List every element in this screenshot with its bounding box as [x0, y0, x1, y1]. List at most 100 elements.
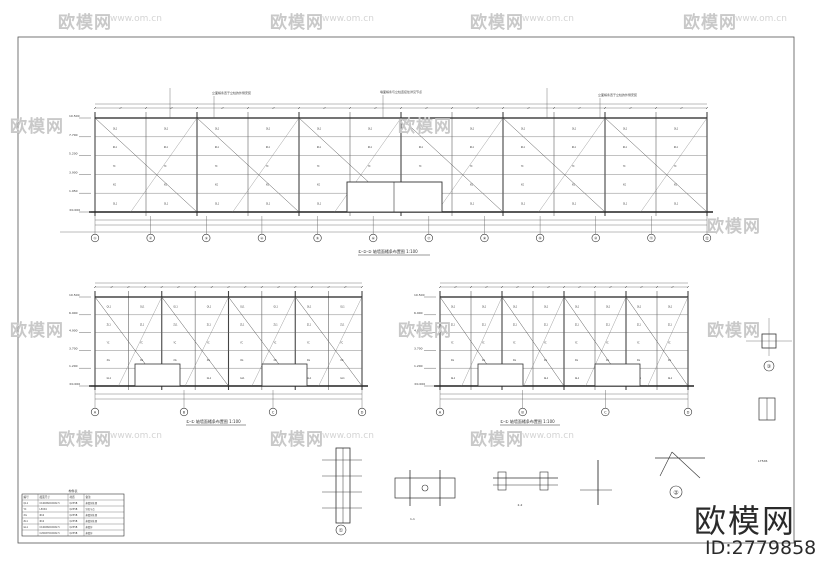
- brace-line: [130, 117, 198, 213]
- table-cell: Q235B: [70, 514, 78, 517]
- level-label: 1.950: [69, 189, 78, 193]
- member-label: ZL1: [274, 323, 279, 326]
- member-label: ZL1: [419, 146, 424, 149]
- watermark-url: www.om.cn: [735, 14, 787, 24]
- brace-line: [647, 296, 689, 387]
- member-label: XG: [207, 359, 210, 362]
- door-opening: [134, 363, 181, 387]
- member-label: ZL1: [173, 323, 178, 326]
- axis-label: ⑤: [316, 237, 320, 241]
- brace-line: [461, 296, 503, 387]
- member-label: QL1: [451, 306, 456, 309]
- dimension-tick: [609, 285, 612, 289]
- dimension-tick: [323, 106, 326, 110]
- watermark-text: 欧模网: [58, 13, 112, 33]
- table-cell: YC: [24, 508, 27, 511]
- brace-line: [502, 117, 606, 213]
- member-label: ZL1: [113, 146, 118, 149]
- member-label: ZL1: [107, 323, 112, 326]
- dimension-tick: [344, 285, 347, 289]
- dimension-tick: [144, 106, 148, 110]
- level-label: 6.900: [69, 311, 78, 315]
- level-label: 10.500: [69, 293, 80, 297]
- member-label: YC: [623, 165, 626, 168]
- dimension-tick: [655, 285, 659, 289]
- member-label: GL1: [544, 377, 549, 380]
- brace-line: [295, 296, 363, 387]
- tie-rod-clip: [497, 471, 507, 491]
- member-label: ZL1: [140, 323, 145, 326]
- member-label: YC: [140, 341, 143, 344]
- dimension-tick: [425, 106, 428, 110]
- dimension-tick: [438, 285, 442, 289]
- bolt-mark: [421, 484, 429, 492]
- detail-number: ①: [339, 528, 344, 534]
- brace-line: [625, 296, 689, 387]
- watermark-text: 欧模网: [470, 13, 524, 33]
- dimension-tick: [119, 106, 122, 110]
- member-label: ZL1: [637, 323, 642, 326]
- level-label: ±0.000: [414, 382, 425, 386]
- member-label: XG: [307, 359, 310, 362]
- dimension-tick: [110, 285, 113, 289]
- member-label: ZL1: [521, 146, 526, 149]
- table-cell: 热镀锌: [86, 525, 94, 529]
- dimension-tick: [360, 285, 364, 289]
- table-cell: ZL1: [24, 520, 29, 523]
- member-label: GL1: [623, 202, 628, 205]
- member-label: XG: [240, 359, 243, 362]
- member-label: XG: [164, 184, 167, 187]
- member-label: ZL1: [240, 323, 245, 326]
- member-label: GL1: [240, 377, 245, 380]
- member-label: YC: [173, 341, 176, 344]
- member-label: YC: [340, 341, 343, 344]
- member-label: XG: [674, 184, 677, 187]
- watermark-text: 欧模网: [707, 321, 761, 341]
- drawing-frame: [17, 36, 795, 544]
- table-cell: C200X70X20X2.5: [40, 532, 61, 535]
- member-label: QL1: [107, 306, 112, 309]
- member-label: ZL1: [317, 146, 322, 149]
- member-label: YC: [606, 341, 609, 344]
- member-label: XG: [140, 359, 143, 362]
- table-cell: 热镀锌: [86, 531, 94, 535]
- dimension-tick: [593, 285, 597, 289]
- axis-label: A: [439, 411, 442, 415]
- dimension-tick: [294, 285, 297, 289]
- member-label: YC: [668, 341, 671, 344]
- brace-line: [400, 117, 504, 213]
- dimension-tick: [195, 106, 199, 110]
- id-label: ID:2779858: [705, 537, 817, 559]
- member-label: QL1: [606, 306, 611, 309]
- dimension-tick: [310, 285, 314, 289]
- member-label: QL1: [340, 306, 345, 309]
- member-label: YC: [513, 341, 516, 344]
- brace-line: [94, 117, 198, 213]
- member-label: YC: [164, 165, 167, 168]
- watermark-text: 欧模网: [270, 430, 324, 450]
- watermark-text: 欧模网: [10, 117, 64, 137]
- dimension-tick: [640, 285, 643, 289]
- brace-line: [604, 117, 708, 213]
- dimension-tick: [450, 106, 454, 110]
- dimension-tick: [629, 106, 632, 110]
- member-label: XG: [113, 184, 116, 187]
- brand-logo-text: 欧模网: [694, 502, 797, 540]
- axis-label: ⑧: [483, 237, 487, 241]
- detail-marker: [335, 524, 347, 536]
- member-label: ZL1: [623, 146, 628, 149]
- member-label: YC: [451, 341, 454, 344]
- section-label: 2-2: [518, 503, 523, 507]
- member-label: XG: [482, 359, 485, 362]
- main-elevation-title: ①-②-② 轴墙面橘条布置图 1:100: [358, 248, 418, 254]
- axis-label: ⑥: [372, 237, 376, 241]
- member-label: QL1: [575, 306, 580, 309]
- member-label: GL1: [113, 202, 118, 205]
- member-label: ZL1: [544, 323, 549, 326]
- axis-bubble: [591, 233, 600, 243]
- member-label: GL1: [521, 202, 526, 205]
- dimension-tick: [277, 285, 280, 289]
- member-label: ZL1: [668, 323, 673, 326]
- detail-marker: [763, 360, 775, 372]
- dimension-tick: [143, 285, 147, 289]
